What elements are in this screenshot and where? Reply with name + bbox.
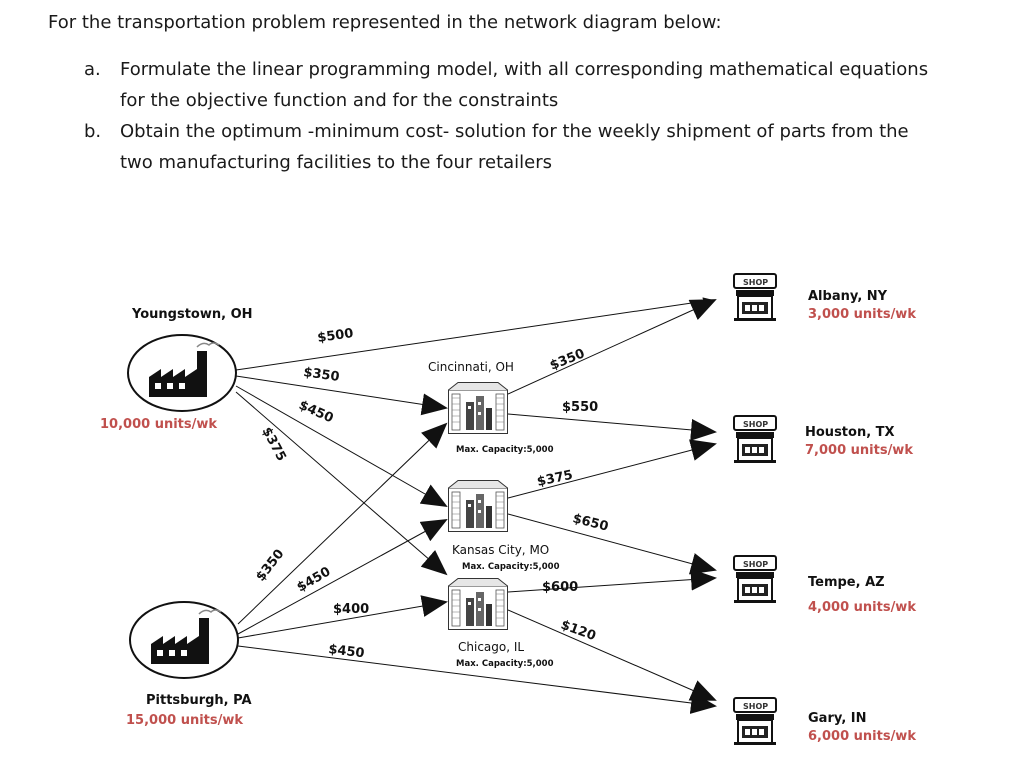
route-kansascity-houston [507,439,717,499]
plant-youngstown-name: Youngstown, OH [131,307,253,322]
retailer-tempe-demand: 4,000 units/wk [808,600,916,615]
task-b-line1: Obtain the optimum -minimum cost- soluti… [120,121,909,142]
problem-intro: For the transportation problem represent… [48,12,722,33]
retailer-albany: SHOP Albany, NY 3,000 units/wk [733,273,916,322]
route-pittsburgh-chicago [237,595,448,639]
route-pittsburgh-gary [237,645,717,714]
cost-pittsburgh-kansascity: $450 [295,564,334,595]
warehouse-chicago-name: Chicago, IL [458,640,524,654]
route-youngstown-albany [235,297,713,371]
route-pittsburgh-cincinnati [237,422,448,625]
task-a-line2: for the objective function and for the c… [120,90,559,111]
cost-youngstown-cincinnati: $350 [302,365,340,385]
retailer-tempe-name: Tempe, AZ [808,575,885,590]
cost-kansascity-tempe: $650 [571,511,610,534]
warehouse-icon [448,480,508,532]
warehouse-cincinnati-name: Cincinnati, OH [428,360,514,374]
warehouse-chicago-capacity: Max. Capacity:5,000 [456,659,554,669]
task-a: a. Formulate the linear programming mode… [48,54,1008,116]
warehouse-cincinnati-capacity: Max. Capacity:5,000 [456,445,554,455]
warehouse-cincinnati: Cincinnati, OH Max. Capacity:5,000 [428,360,554,455]
cost-youngstown-albany: $500 [316,326,354,346]
task-b: b. Obtain the optimum -minimum cost- sol… [48,116,1008,178]
task-a-letter: a. [84,59,101,80]
retailer-gary-name: Gary, IN [808,711,867,726]
retailer-houston: SHOP Houston, TX 7,000 units/wk [733,415,913,464]
retailer-houston-name: Houston, TX [805,425,895,440]
warehouse-kansascity: Kansas City, MO Max. Capacity:5,000 [448,480,560,572]
route-chicago-tempe [507,568,717,593]
route-kansascity-tempe [507,513,717,575]
cost-pittsburgh-gary: $450 [328,642,366,661]
cost-kansascity-houston: $375 [536,468,575,490]
warehouse-icon [448,382,508,434]
plant-pittsburgh-supply: 15,000 units/wk [126,713,243,728]
route-chicago-gary [507,609,717,701]
task-a-line1: Formulate the linear programming model, … [120,59,929,80]
warehouse-chicago: Chicago, IL Max. Capacity:5,000 [448,578,554,669]
warehouse-kansascity-capacity: Max. Capacity:5,000 [462,562,560,572]
plant-pittsburgh-name: Pittsburgh, PA [146,693,252,708]
retailer-gary-demand: 6,000 units/wk [808,729,916,744]
cost-pittsburgh-chicago: $400 [333,602,369,617]
route-pittsburgh-kansascity [237,519,448,635]
retailer-albany-name: Albany, NY [808,289,888,304]
route-youngstown-cincinnati [235,375,448,416]
factory-icon [126,333,238,413]
plant-youngstown-supply: 10,000 units/wk [100,417,217,432]
retailer-gary: SHOP Gary, IN 6,000 units/wk [733,697,916,746]
shop-sign-gary: SHOP [743,702,768,711]
task-b-letter: b. [84,121,102,142]
retailer-albany-demand: 3,000 units/wk [808,307,916,322]
warehouse-kansascity-name: Kansas City, MO [452,543,549,557]
retailer-houston-demand: 7,000 units/wk [805,443,913,458]
cost-pittsburgh-cincinnati: $350 [253,547,287,585]
plant-pittsburgh: Pittsburgh, PA 15,000 units/wk [126,600,252,728]
route-youngstown-kansascity [235,385,448,507]
route-lines [235,297,717,714]
cost-youngstown-kansascity: $450 [296,398,335,426]
warehouse-icon [448,578,508,630]
route-cincinnati-albany [507,299,717,395]
cost-cincinnati-houston: $550 [562,400,598,415]
shop-sign-albany: SHOP [743,278,768,287]
plant-youngstown: Youngstown, OH 10,000 units/wk [100,307,253,432]
shop-sign-houston: SHOP [743,420,768,429]
route-cincinnati-houston [507,413,717,441]
cost-chicago-tempe: $600 [542,580,578,595]
cost-youngstown-chicago: $375 [258,425,288,464]
problem-statement: For the transportation problem represent… [48,10,1008,178]
cost-cincinnati-albany: $350 [548,346,587,373]
route-youngstown-chicago [235,391,448,576]
task-b-line2: two manufacturing facilities to the four… [120,152,553,173]
shop-sign-tempe: SHOP [743,560,768,569]
factory-icon [128,600,240,680]
retailer-tempe: SHOP Tempe, AZ 4,000 units/wk [733,555,916,615]
route-cost-labels: $500 $350 $450 $375 $350 $450 $400 $450 … [253,326,609,661]
